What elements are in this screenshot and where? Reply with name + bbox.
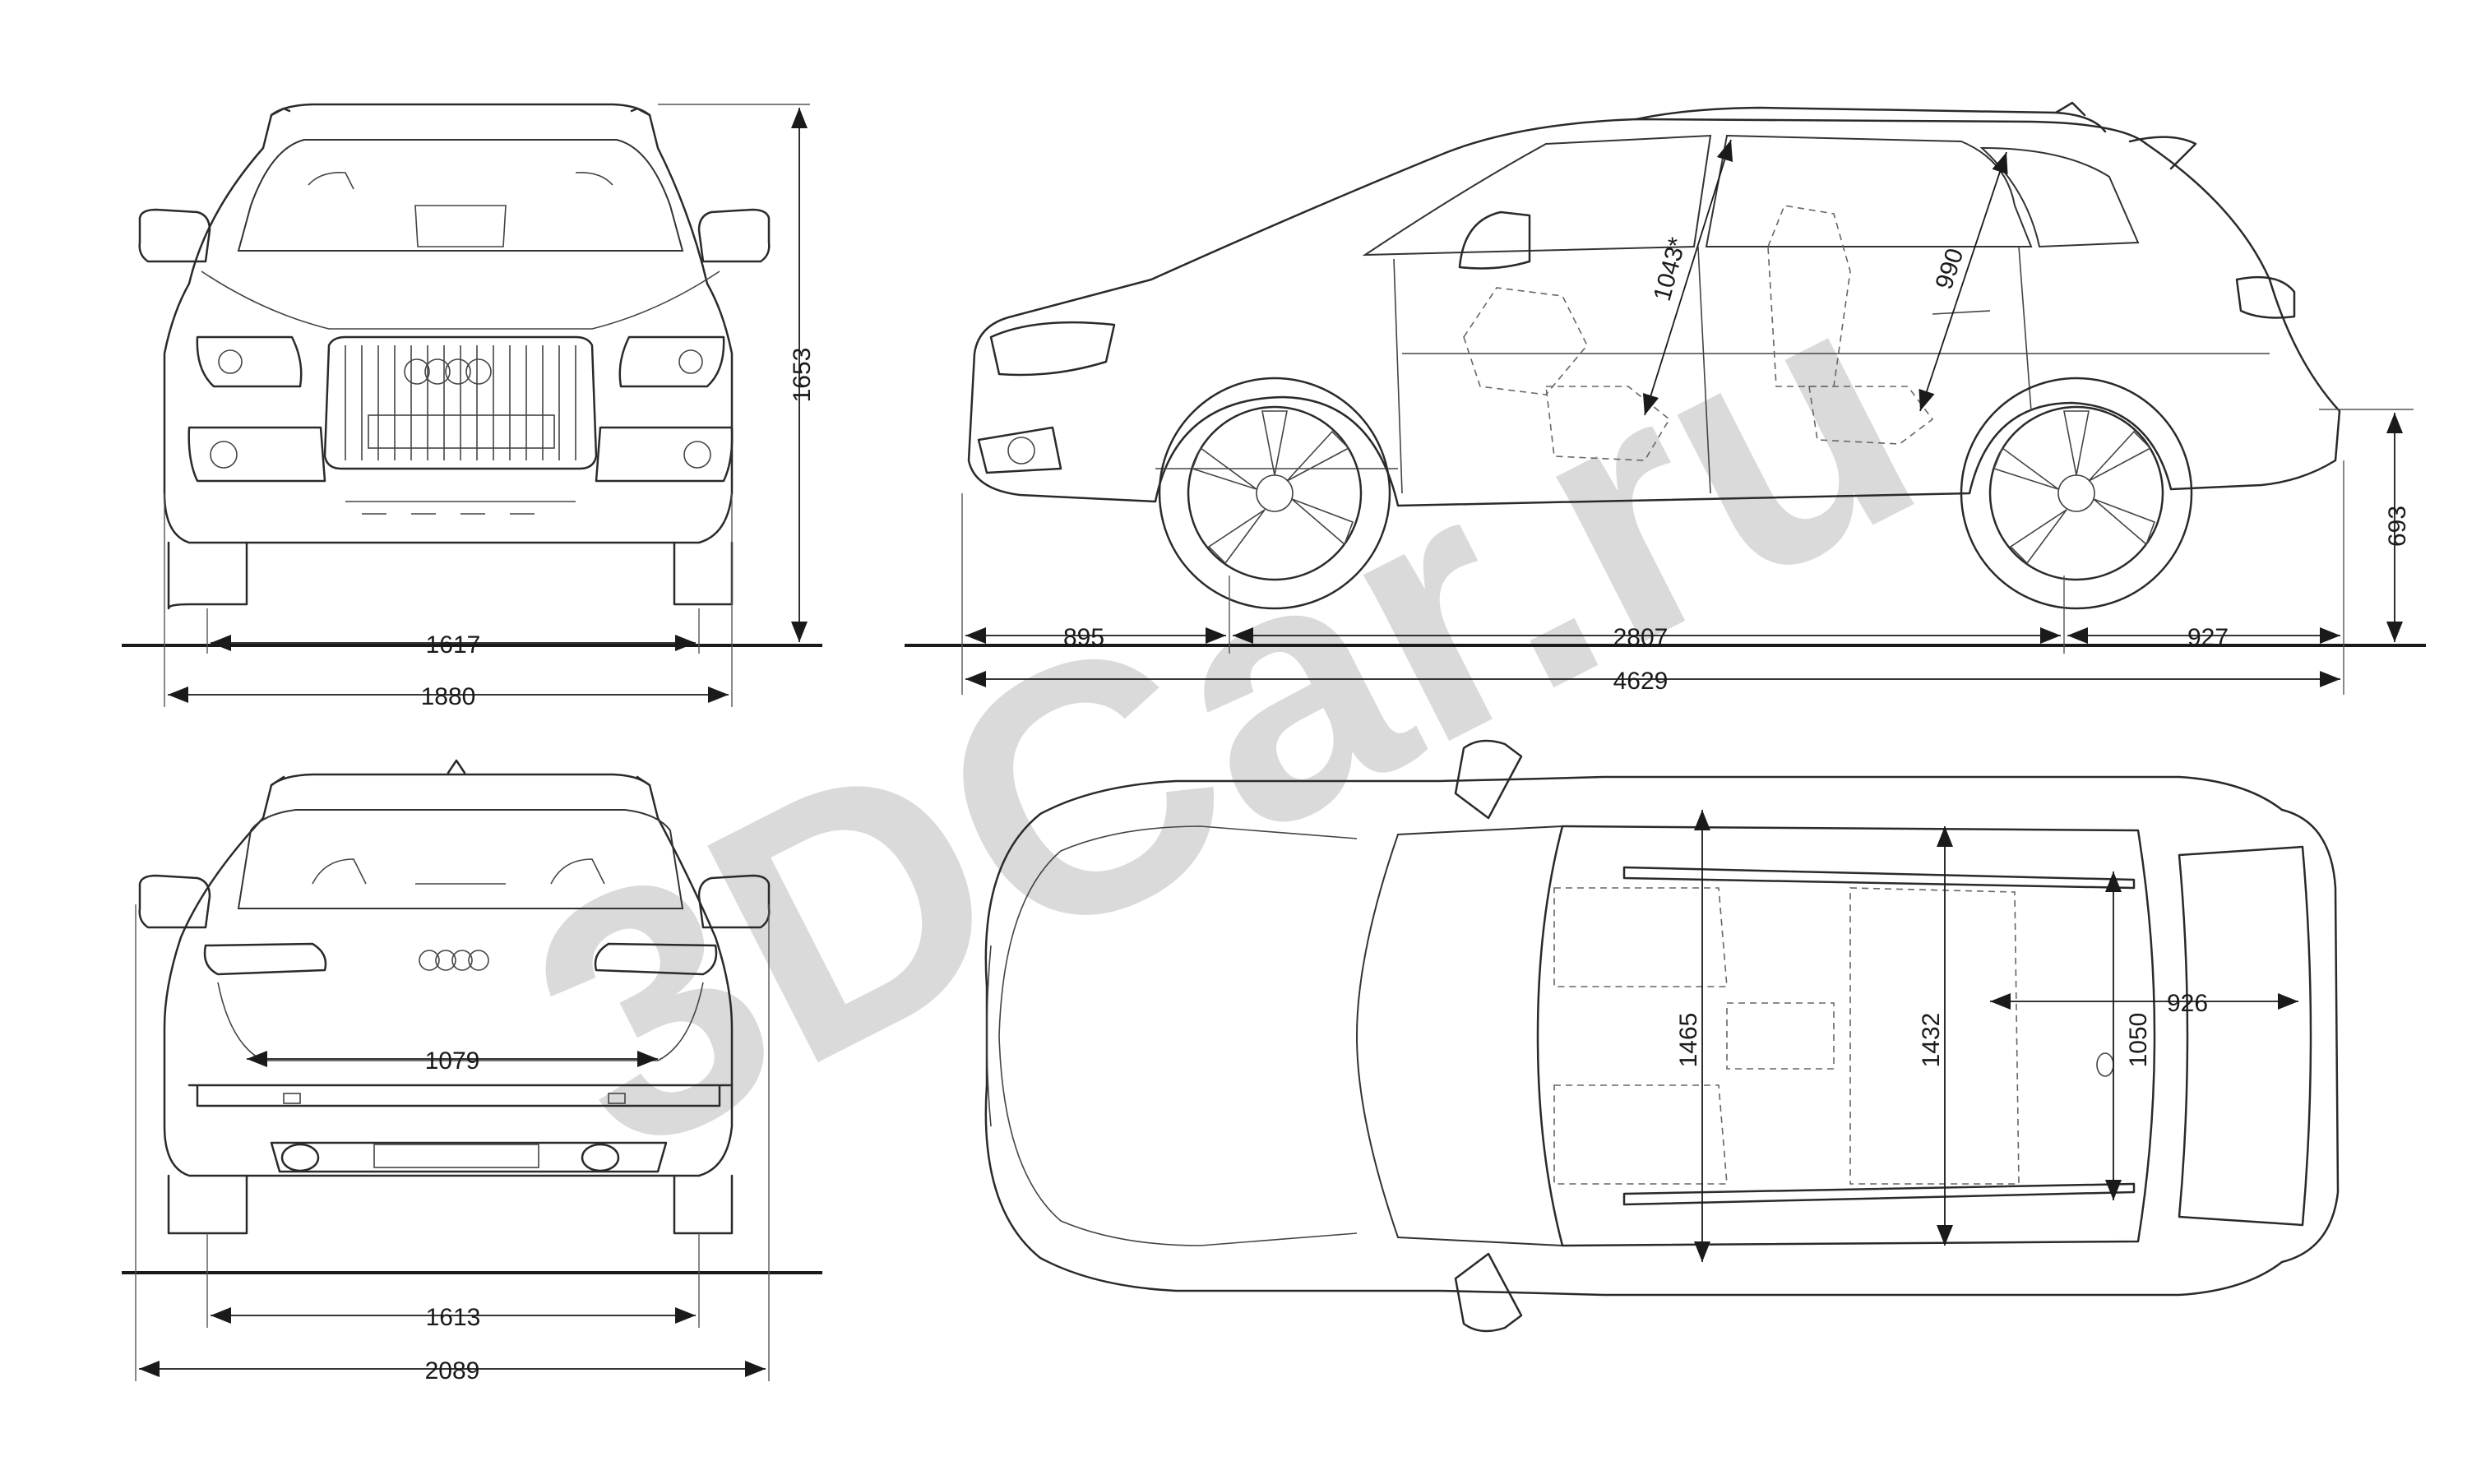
front-view-dimensions: 1617 1880 1653 (164, 104, 816, 710)
rear-view-dimensions: 1079 1613 2089 (135, 904, 770, 1385)
cargo-width-label: 1050 (2125, 1013, 2152, 1068)
headroom-rear-label: 990 (1931, 245, 1969, 293)
front-width-label: 1880 (421, 683, 476, 710)
rear-view (122, 759, 822, 1274)
front-view (122, 103, 822, 647)
length-label: 4629 (1613, 668, 1669, 695)
rear-track-label: 1613 (426, 1304, 481, 1331)
front-track-label: 1617 (426, 631, 481, 659)
wheelbase-label: 2807 (1613, 624, 1669, 651)
top-view-dimensions: 1465 1432 1050 926 (1675, 810, 2298, 1262)
side-view-dimensions: 895 2807 927 4629 693 (961, 409, 2414, 695)
ground-to-rear-label: 693 (2384, 506, 2411, 547)
watermark-text: 3DCar.ru (477, 209, 1969, 1229)
front-overhang-label: 895 (1063, 624, 1104, 651)
audi-rings-rear (419, 950, 489, 971)
cabin-width-front-label: 1465 (1675, 1013, 1702, 1068)
audi-rings-front (404, 358, 492, 385)
rear-overhang-label: 927 (2187, 624, 2229, 651)
top-view (984, 739, 2340, 1333)
mirror-width-label: 2089 (425, 1357, 480, 1385)
front-wheel (1158, 377, 1391, 610)
cabin-width-rear-label: 1432 (1918, 1013, 1945, 1068)
cargo-length-label: 926 (2167, 990, 2208, 1017)
watermark: 3DCar.ru (477, 209, 1969, 1229)
rear-wheel (1960, 377, 2193, 610)
height-label: 1653 (789, 348, 816, 403)
tailgate-width-label: 1079 (425, 1047, 480, 1075)
